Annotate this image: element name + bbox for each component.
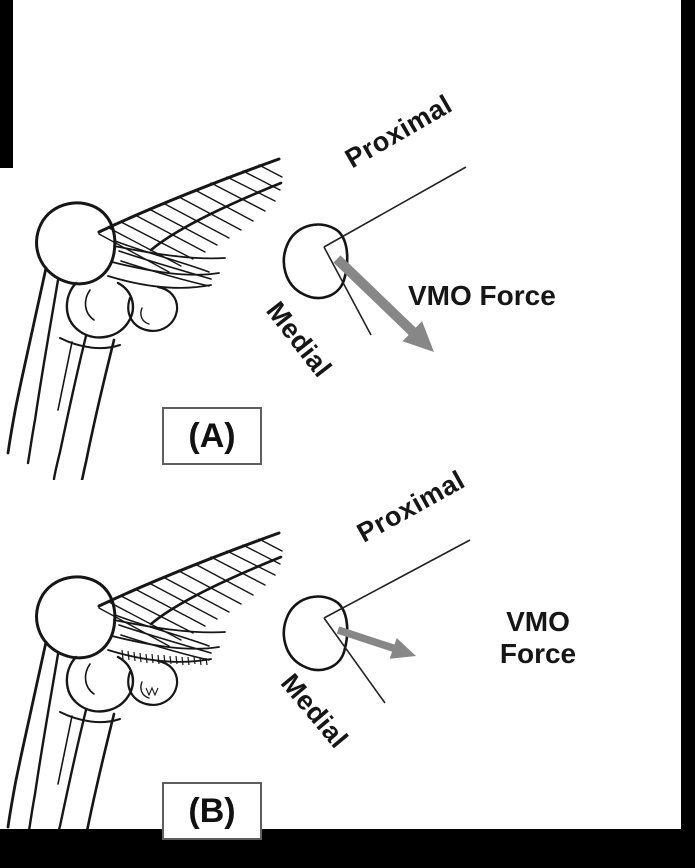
panel-label-b-text: (B) (188, 791, 236, 830)
proximal-label-a: Proximal (340, 88, 458, 174)
patella-outline-b (282, 595, 349, 672)
proximal-axis-a (323, 166, 467, 248)
panel-label-a-text: (A) (188, 416, 236, 455)
proximal-axis-b (323, 539, 471, 619)
frame-bar-bottom (0, 829, 695, 868)
vmo-force-arrow-shaft-a (333, 255, 418, 337)
medial-axis-b (323, 617, 386, 704)
vmo-force-arrow-head-b (389, 638, 416, 659)
vmo-force-arrow-shaft-b (336, 626, 398, 653)
proximal-label-b: Proximal (352, 464, 470, 549)
medial-axis-a (323, 246, 372, 336)
patella-outline-a (282, 223, 349, 300)
panel-label-a: (A) (162, 407, 262, 465)
vmo-force-label-b-line1: VMO (506, 606, 570, 637)
vmo-force-label-a: VMO Force (408, 280, 556, 311)
panel-label-b: (B) (162, 782, 262, 840)
vmo-fiber-fringe (121, 649, 208, 697)
frame-bar-right (681, 0, 695, 868)
frame-bar-topleft (0, 0, 13, 168)
vmo-force-arrow-head-a (402, 321, 434, 352)
vmo-force-label-b: VMO Force (492, 606, 584, 670)
vmo-force-label-b-line2: Force (499, 638, 577, 670)
knee-illustration-b (6, 531, 284, 854)
